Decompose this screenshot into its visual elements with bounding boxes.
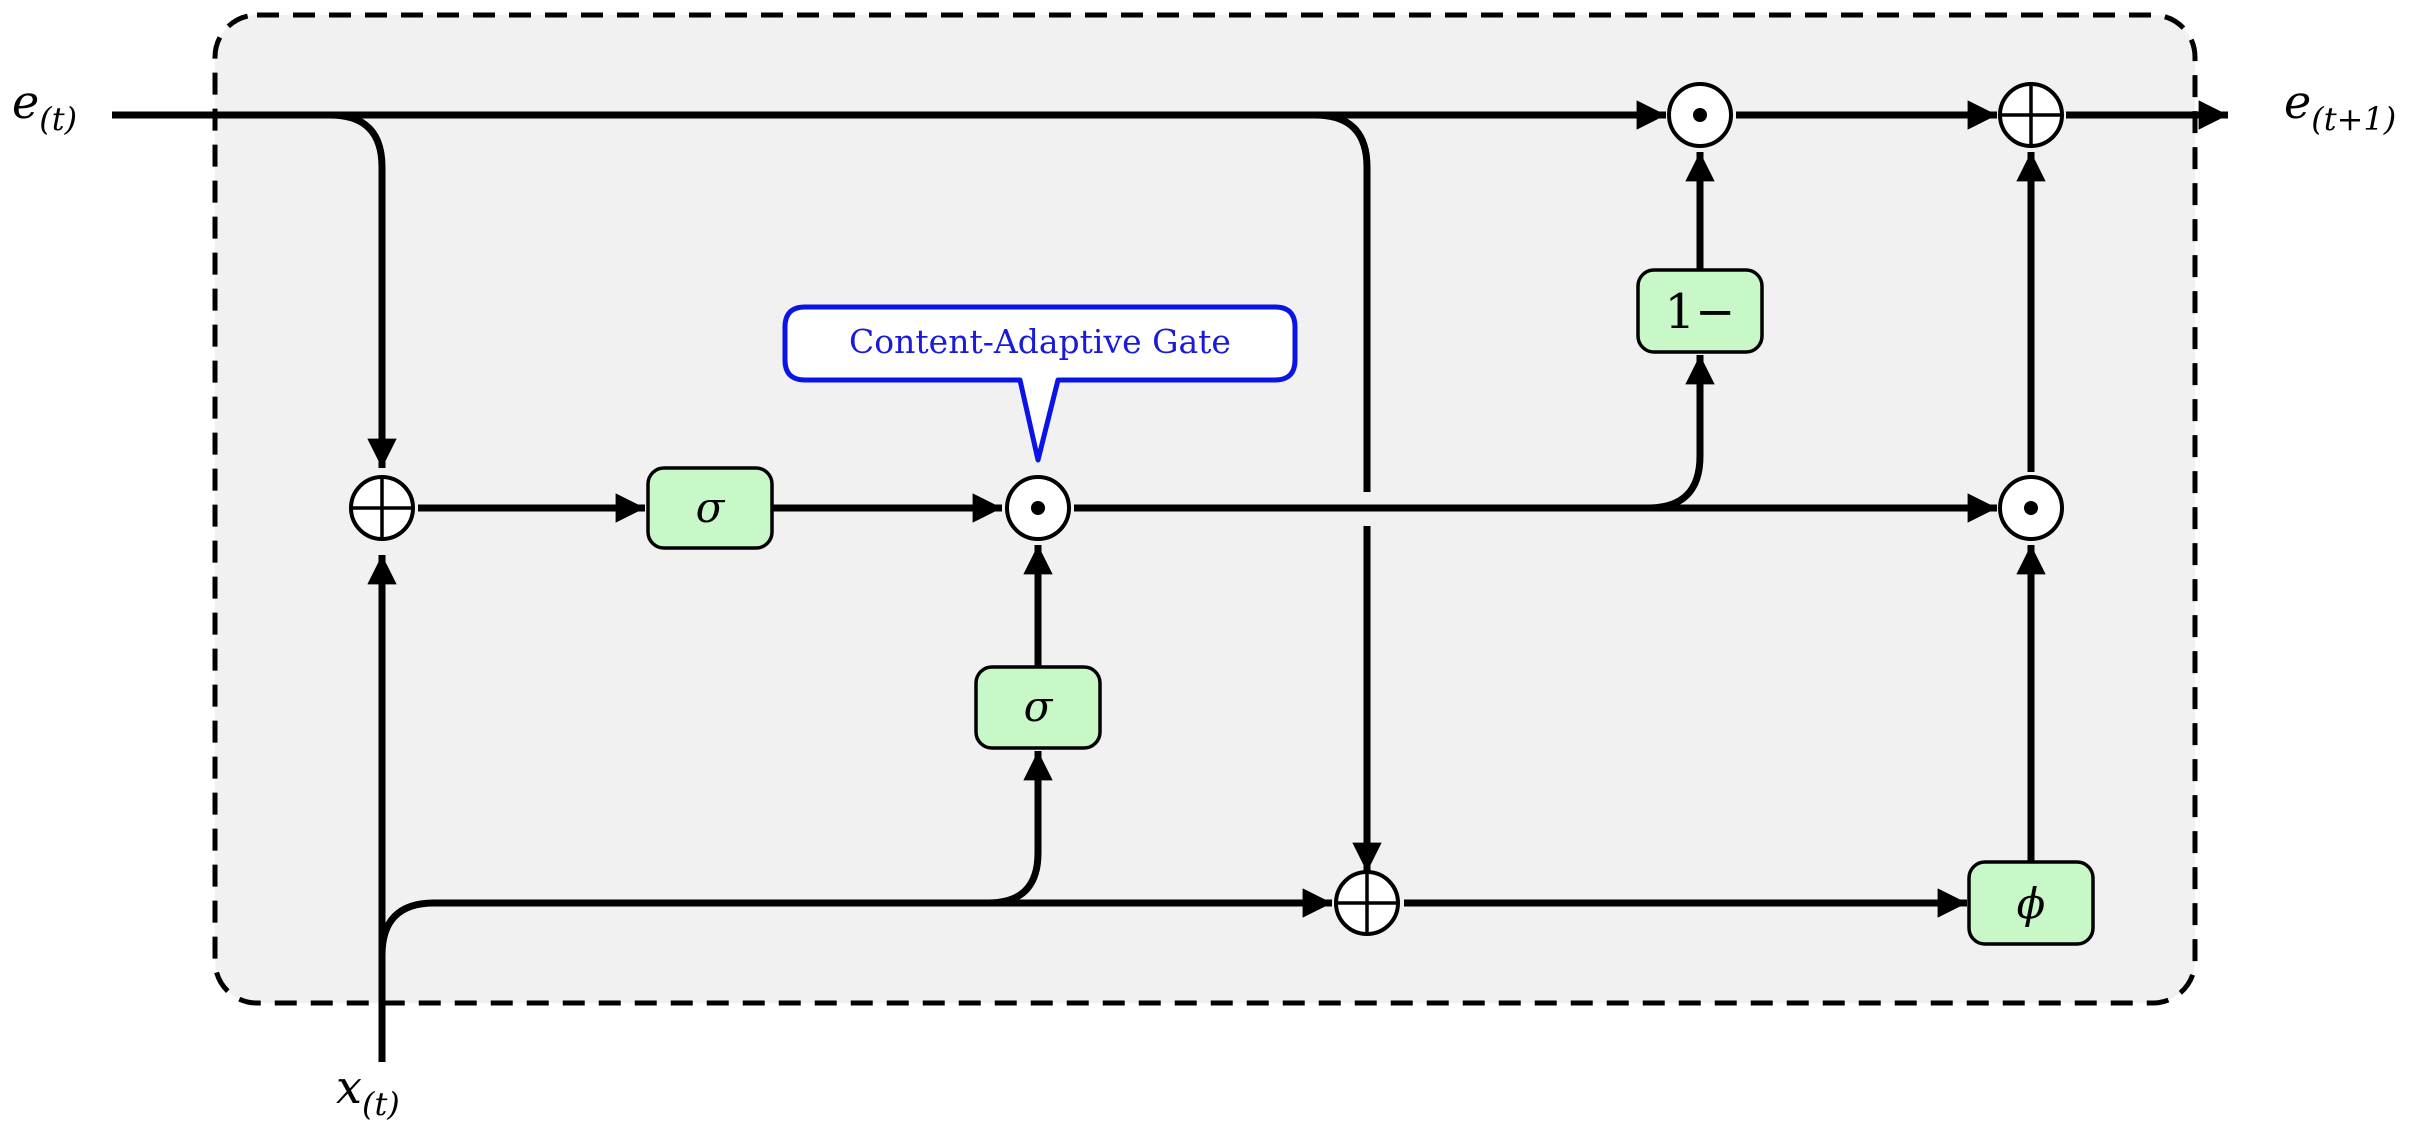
wire-e-branch-bottom-upper xyxy=(1314,111,1371,492)
callout-label: Content-Adaptive Gate xyxy=(849,322,1231,361)
sigma-gate-top-label: σ xyxy=(696,483,726,532)
phi-gate: ϕ xyxy=(1967,860,2095,946)
input-e-sub: (t) xyxy=(39,100,77,138)
content-adaptive-gate-callout: Content-Adaptive Gate xyxy=(782,304,1298,463)
add-op-top xyxy=(1998,82,2064,148)
phi-gate-label: ϕ xyxy=(2017,879,2046,928)
wire-x-branch xyxy=(378,899,988,956)
one-minus-gate: 1− xyxy=(1636,268,1764,354)
input-e-label: e(t) xyxy=(12,75,77,138)
input-x-label: x(t) xyxy=(336,1060,400,1123)
sigma-gate-mid: σ xyxy=(974,665,1102,750)
input-x-base: x xyxy=(336,1060,362,1114)
wire-e-branch-left xyxy=(329,111,397,468)
sigma-gate-top: σ xyxy=(646,466,774,550)
output-e-sub: (t+1) xyxy=(2311,100,2396,138)
input-x-sub: (t) xyxy=(362,1085,400,1123)
sigma-gate-mid-label: σ xyxy=(1024,682,1054,731)
output-e-base: e xyxy=(2284,75,2311,129)
wire-to-one-minus xyxy=(1647,355,1715,512)
one-minus-gate-label: 1− xyxy=(1665,284,1736,340)
mul-op-right xyxy=(1998,475,2064,541)
add-op-left xyxy=(349,475,415,541)
mul-op-top xyxy=(1667,82,1733,148)
input-e-base: e xyxy=(12,75,39,129)
add-op-bottom xyxy=(1334,870,1400,936)
output-e-label: e(t+1) xyxy=(2284,75,2396,138)
wire-x-to-sigma-mid xyxy=(987,751,1053,907)
mul-op-gate xyxy=(1005,475,1071,541)
